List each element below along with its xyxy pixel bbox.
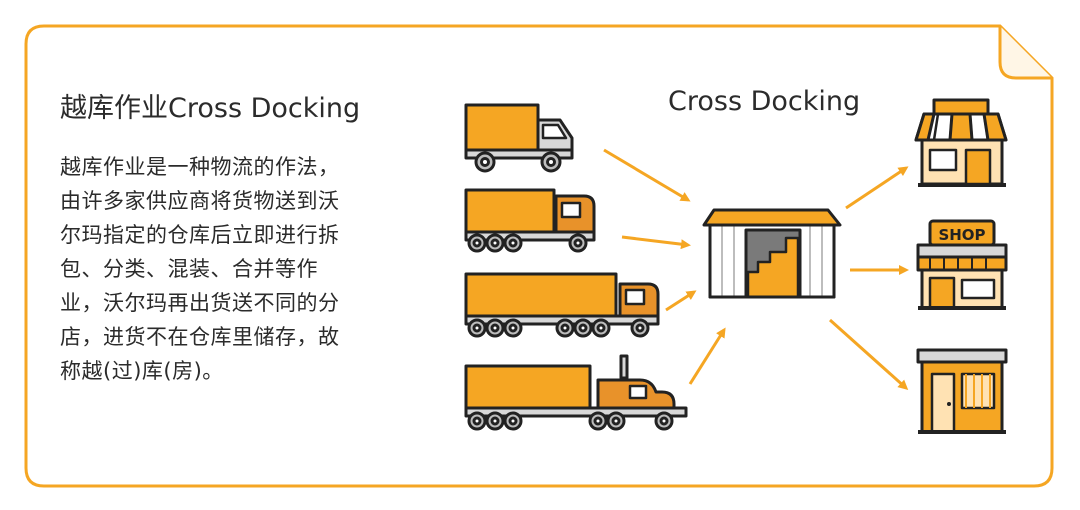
- page-title: 越库作业Cross Docking: [60, 93, 361, 124]
- shop-icon: [916, 219, 1008, 310]
- inbound-arrow: [603, 148, 691, 202]
- inbound-arrows: [603, 148, 726, 385]
- inbound-arrow: [621, 235, 691, 250]
- inbound-arrow: [688, 327, 726, 385]
- description-line: 称越(过)库(房)。: [60, 359, 224, 383]
- description-line: 店，进货不在仓库里储存，故: [60, 325, 340, 349]
- semi-truck-icon: [464, 354, 688, 431]
- outbound-arrows: [828, 166, 909, 391]
- warehouse-icon: [702, 208, 842, 299]
- description-line: 包、分类、混装、合并等作: [60, 257, 318, 281]
- store-door-icon: [916, 348, 1008, 434]
- outbound-arrow: [845, 166, 909, 210]
- description-line: 业，沃尔玛再出货送不同的分: [60, 291, 340, 315]
- shop-sign-text: SHOP: [938, 226, 985, 244]
- diagram-title: Cross Docking: [668, 86, 861, 117]
- trailer-truck-icon: [464, 272, 660, 338]
- inbound-arrow: [665, 290, 697, 312]
- outbound-arrow: [828, 318, 909, 391]
- description: 越库作业是一种物流的作法， 由许多家供应商将货物送到沃 尔玛指定的仓库后立即进行…: [60, 150, 400, 388]
- description-line: 由许多家供应商将货物送到沃: [60, 189, 340, 213]
- description-line: 越库作业是一种物流的作法，: [60, 155, 340, 179]
- container-truck-icon: [464, 188, 596, 253]
- description-line: 尔玛指定的仓库后立即进行拆: [60, 223, 340, 247]
- box-truck-icon: [464, 103, 574, 173]
- store-awning-icon: [914, 98, 1008, 187]
